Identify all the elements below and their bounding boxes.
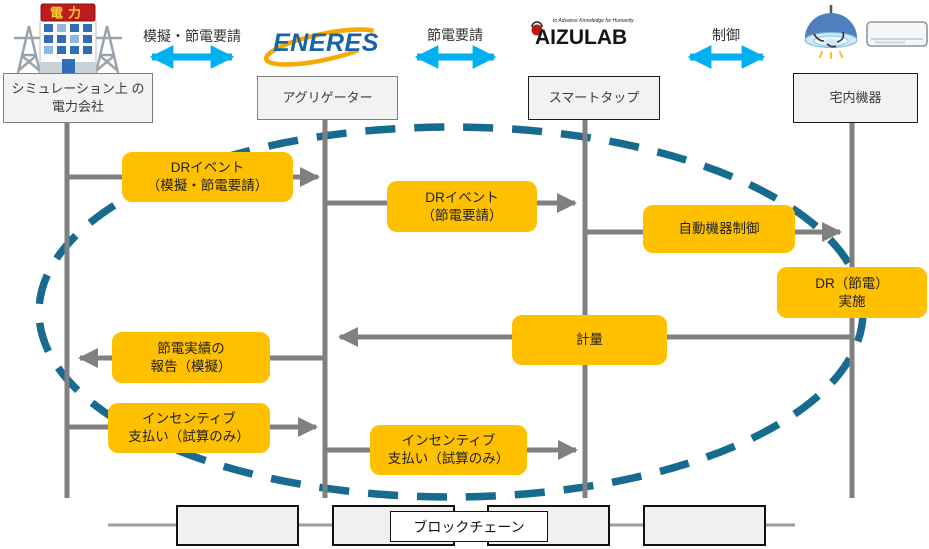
entity-box-home-devices: 宅内機器	[793, 73, 918, 123]
eneres-swoosh-icon	[263, 27, 383, 67]
entity-box-aggregator: アグリゲーター	[257, 76, 398, 120]
entity-box-smart-tap: スマートタップ	[528, 76, 660, 120]
link-label-request: 節電要請	[427, 27, 483, 43]
link-label-control: 制御	[712, 27, 740, 43]
blockchain-label: ブロックチェーン	[390, 511, 548, 542]
message-dr-execute: DR（節電） 実施	[777, 267, 927, 318]
aizulab-tagline: to Advance Knowledge for Humanity	[553, 18, 634, 24]
message-metering: 計量	[512, 315, 667, 365]
aizulab-logo: to Advance Knowledge for Humanity AIZULA…	[527, 17, 649, 59]
message-saving-report: 節電実績の 報告（模擬）	[112, 332, 270, 383]
blockchain-block	[643, 505, 766, 546]
blockchain-block	[176, 505, 299, 546]
message-dr-event-sim: DRイベント （模擬・節電要請）	[122, 152, 293, 202]
pendant-light-icon	[798, 5, 864, 66]
link-label-sim-request: 模擬・節電要請	[143, 28, 241, 44]
eneres-logo-text: ENERES	[273, 29, 379, 57]
message-auto-device-control: 自動機器制御	[643, 205, 795, 253]
message-dr-event: DRイベント （節電要請）	[387, 181, 537, 232]
transmission-tower-icon	[14, 25, 122, 74]
aizulab-siren-icon	[531, 21, 543, 36]
aizulab-logo-text: AIZULAB	[535, 26, 628, 49]
power-sign	[40, 3, 96, 22]
power-company-building-icon: 電力	[12, 2, 124, 79]
building-windows	[44, 24, 92, 54]
air-conditioner-icon	[866, 20, 929, 55]
power-sign-text: 電力	[50, 6, 86, 21]
entity-box-power-company: シミュレーション上 の電力会社	[3, 73, 153, 123]
eneres-logo: ENERES	[263, 20, 389, 68]
message-incentive-1: インセンティブ 支払い（試算のみ）	[108, 403, 270, 453]
message-incentive-2: インセンティブ 支払い（試算のみ）	[370, 425, 527, 475]
